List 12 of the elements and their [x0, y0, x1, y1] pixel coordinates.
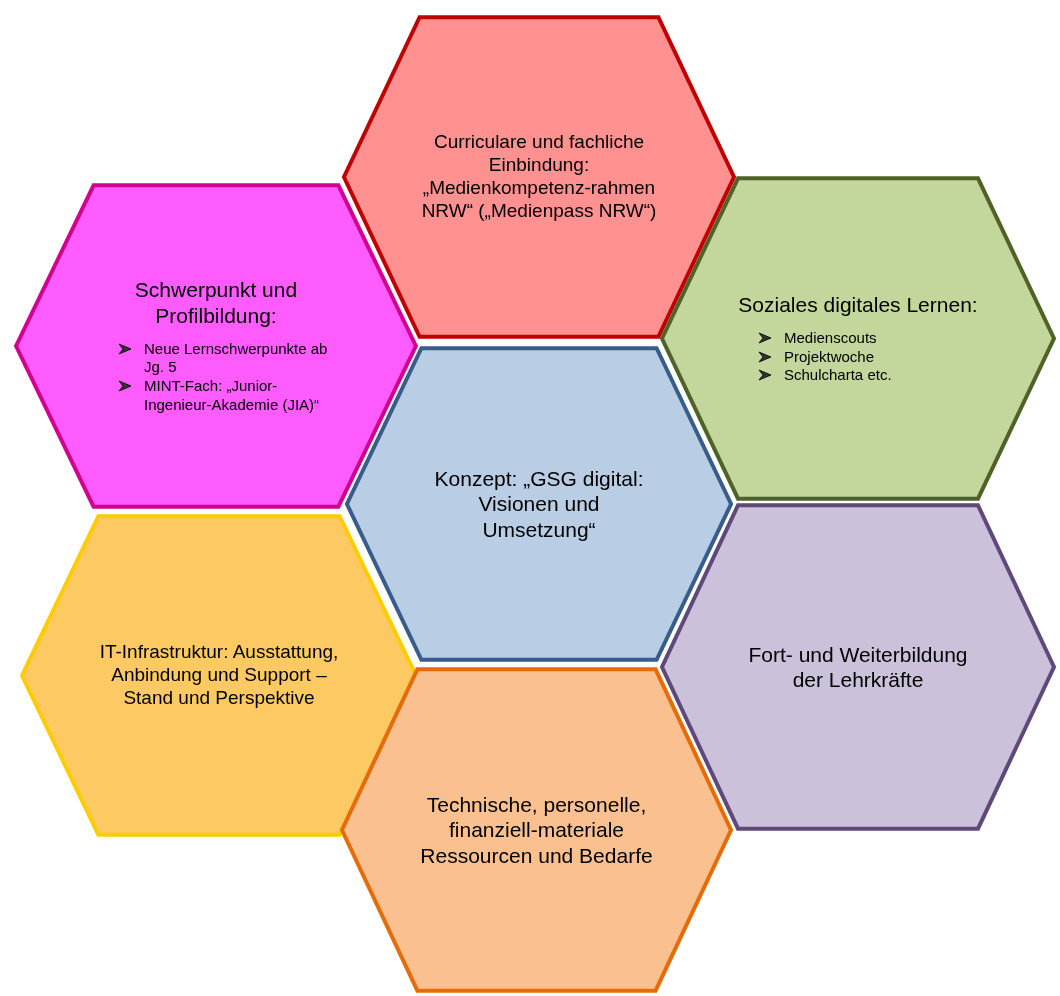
bullet-text: Medienscouts [784, 328, 877, 348]
bullet-text: Schulcharta etc. [784, 366, 892, 386]
bullet-text: MINT-Fach: „Junior-Ingenieur-Akademie (JIA)“ [144, 377, 321, 415]
hexagon-text: IT-Infrastruktur: Ausstattung, Anbindung und Support – Stand und Perspektive [98, 641, 340, 710]
hexagon-text: Schwerpunkt und Profilbildung: [133, 277, 299, 328]
hexagon-text: Technische, personelle, finanziell-materiale Ressourcen und Bedarfe [419, 792, 654, 868]
bullet-text: Projektwoche [784, 347, 875, 367]
bullet-text: Neue Lernschwerpunkte ab Jg. 5 [144, 339, 329, 378]
hexagon-text: Curriculare und fachliche Einbindung: „Medienkompetenz-rahmen NRW“ („Medienpass NRW“) [420, 131, 658, 223]
hexagon-text: Konzept: „GSG digital: Visionen und Umsetzung“ [433, 466, 645, 542]
hexagon-text: Soziales digitales Lernen: [738, 291, 978, 317]
hexagon-text: Fort- und Weiterbildung der Lehrkräfte [747, 641, 969, 693]
